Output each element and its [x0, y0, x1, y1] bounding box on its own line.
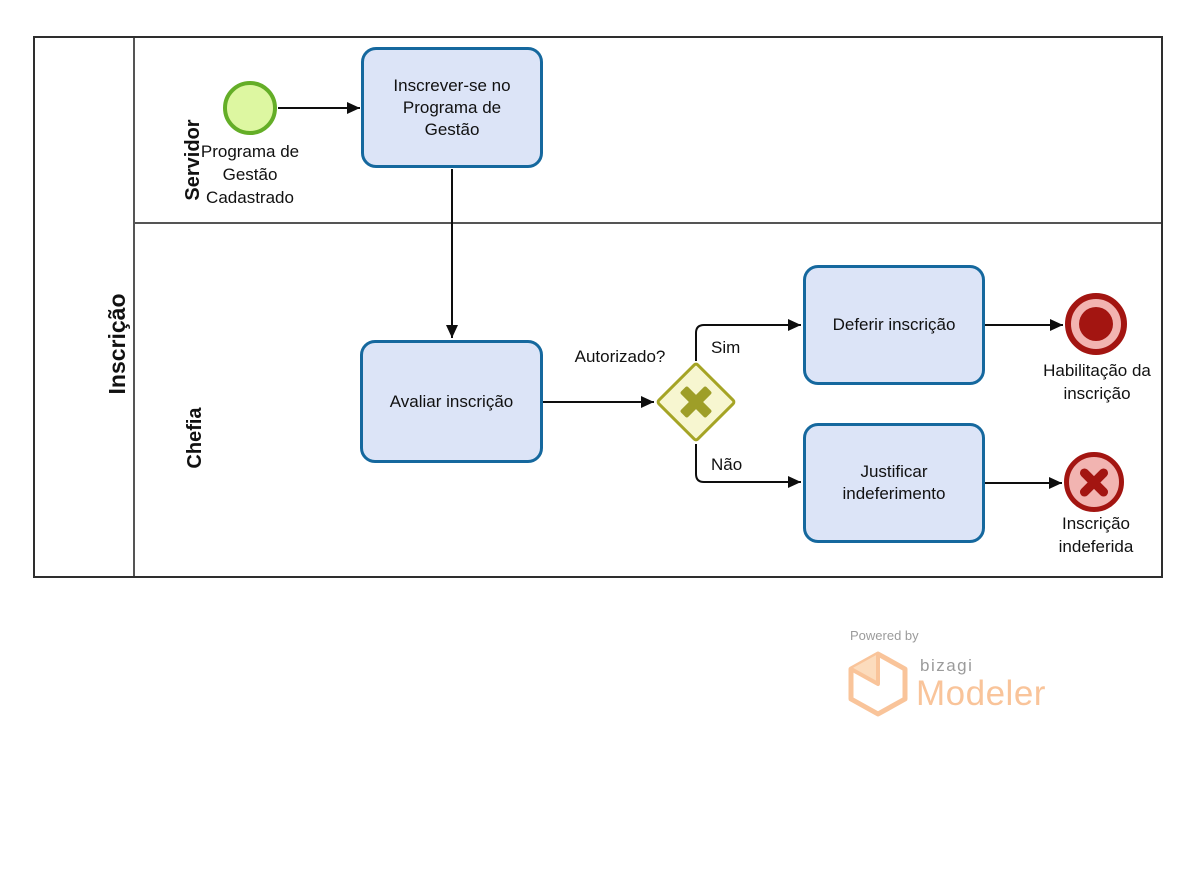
lane-divider	[133, 222, 1161, 224]
task-inscrever-se[interactable]: Inscrever-se no Programa de Gestão	[361, 47, 543, 168]
bizagi-logo-icon	[848, 651, 908, 717]
task-label: Justificar indeferimento	[842, 462, 946, 503]
start-event[interactable]	[223, 81, 277, 135]
modeler-product-text: Modeler	[916, 674, 1046, 713]
task-label: Inscrever-se no Programa de Gestão	[393, 75, 511, 139]
flow-label-sim: Sim	[711, 338, 741, 357]
flow-gateway-sim-to-deferir[interactable]	[695, 319, 801, 361]
bizagi-brand-text: bizagi	[920, 656, 974, 675]
terminate-icon	[1079, 307, 1113, 341]
powered-by-text: Powered by	[850, 628, 919, 643]
task-label: Deferir inscrição	[832, 315, 956, 334]
task-justificar-indeferimento[interactable]: Justificar indeferimento	[803, 423, 985, 543]
start-event-label: Programa de Gestão Cadastrado	[200, 142, 300, 207]
end-event-cancel[interactable]	[1064, 452, 1124, 512]
flow-label-nao: Não	[711, 455, 743, 474]
task-avaliar-inscricao[interactable]: Avaliar inscrição	[360, 340, 543, 463]
task-label: Avaliar inscrição	[389, 391, 514, 411]
gateway-label: Autorizado?	[574, 347, 666, 366]
pool-header-divider	[133, 38, 135, 576]
task-deferir-inscricao[interactable]: Deferir inscrição	[803, 265, 985, 385]
pool-label: Inscrição	[103, 293, 130, 395]
end-event-rejected-label: Inscrição indeferida	[1058, 514, 1134, 556]
lane-label-chefia: Chefia	[183, 407, 206, 469]
end-event-approved-label: Habilitação da inscrição	[1043, 361, 1151, 403]
pool-inscricao[interactable]: Inscrição Servidor Chefia	[33, 36, 1163, 578]
end-event-terminate[interactable]	[1065, 293, 1127, 355]
flow-gateway-nao-to-justificar[interactable]	[695, 444, 801, 488]
